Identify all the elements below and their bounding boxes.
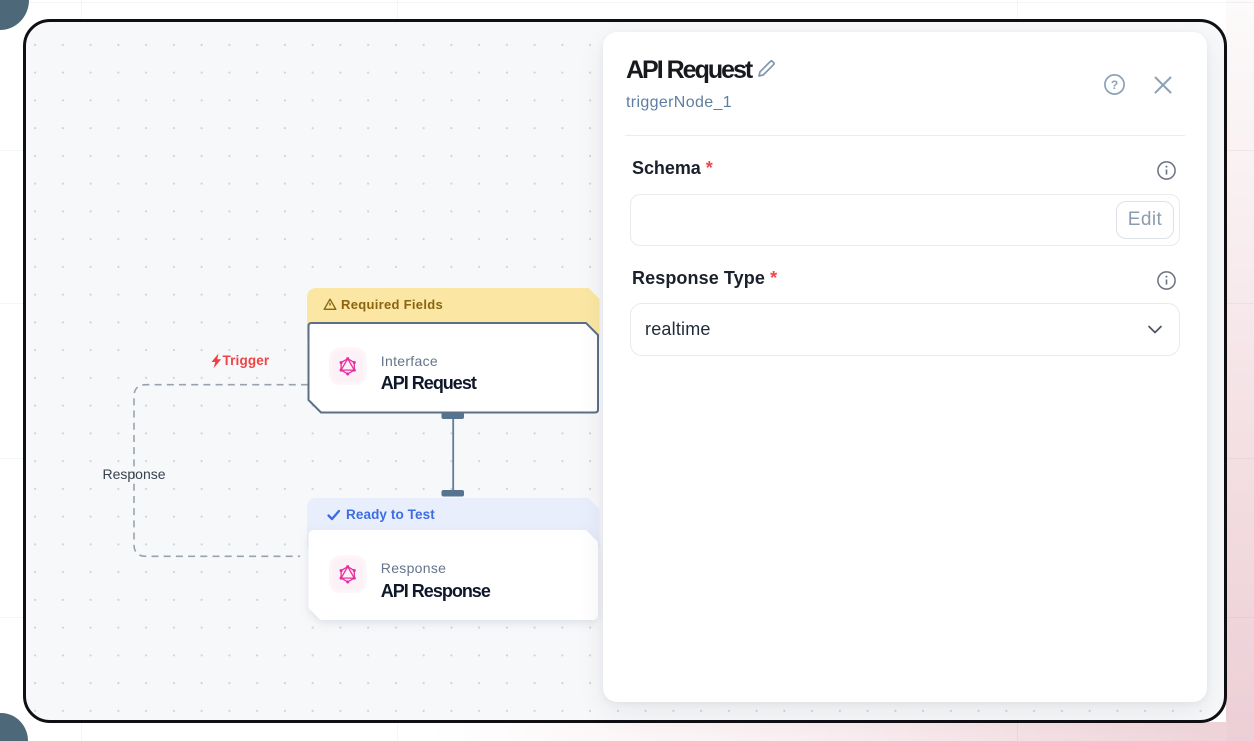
- svg-text:?: ?: [1111, 78, 1118, 92]
